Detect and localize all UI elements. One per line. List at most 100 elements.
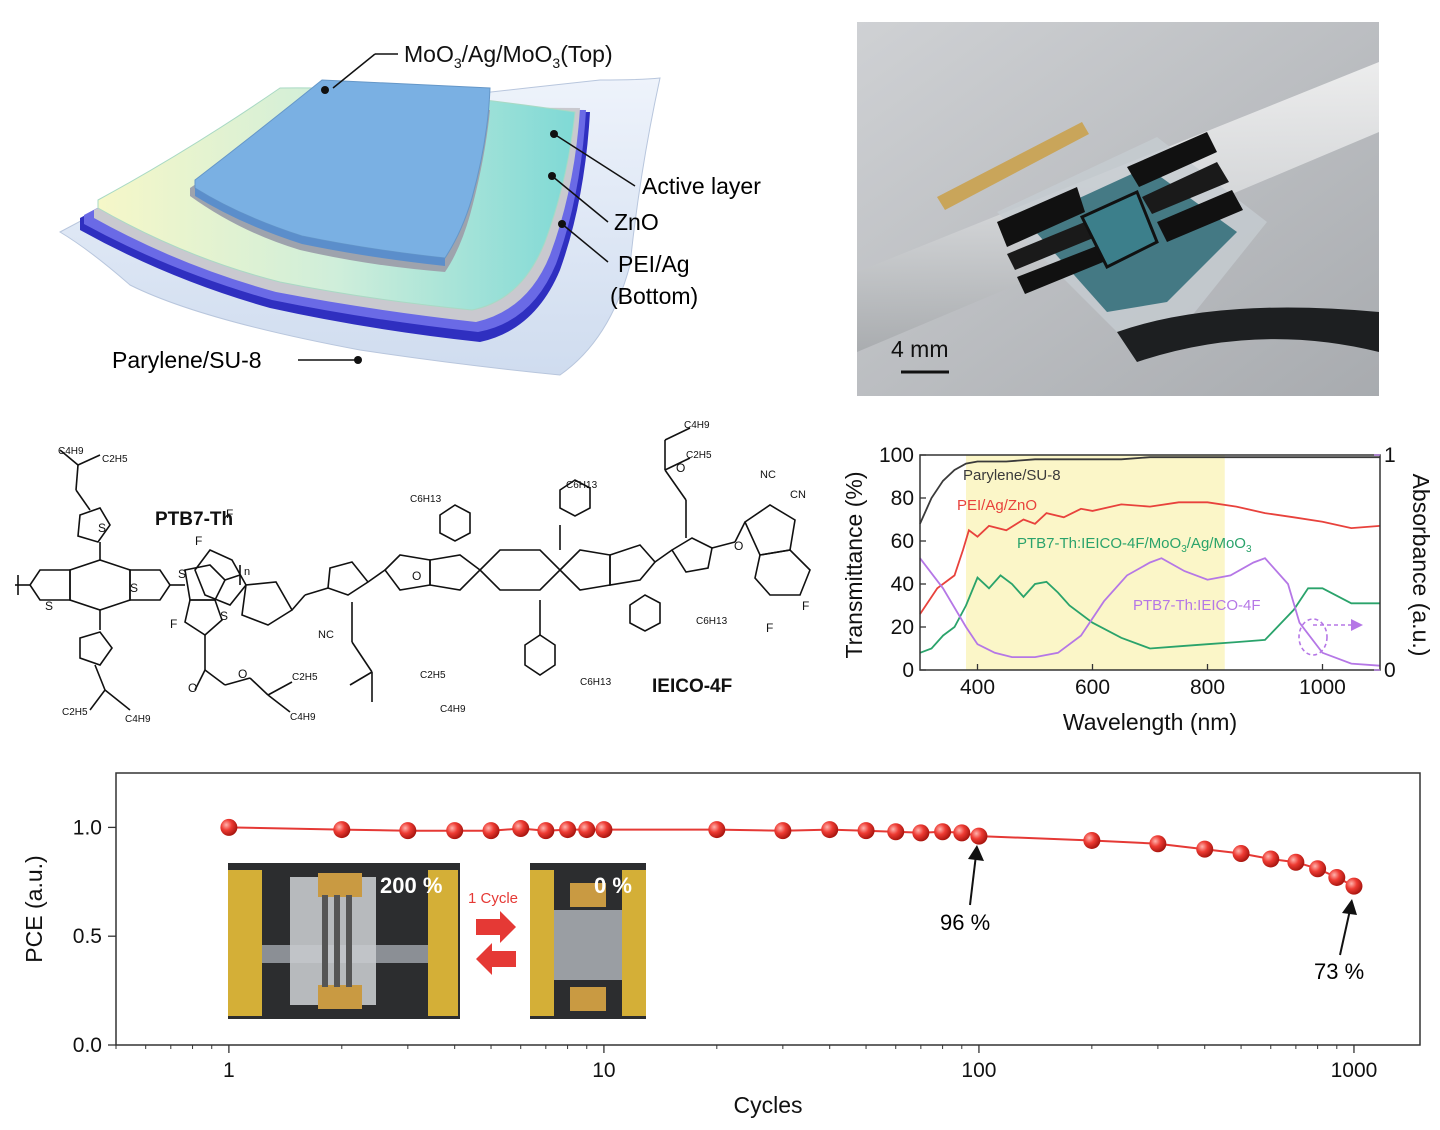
series-active-blend xyxy=(919,557,1381,667)
svg-text:C4H9: C4H9 xyxy=(58,446,84,457)
svg-text:C4H9: C4H9 xyxy=(684,420,710,431)
y-tick-label: 1.0 xyxy=(73,816,102,839)
y-tick-label: 20 xyxy=(891,616,914,639)
x-tick-label: 10 xyxy=(592,1059,615,1082)
highlight-band xyxy=(966,455,1225,670)
data-point xyxy=(1232,845,1250,863)
series-pei-ag-zno xyxy=(919,501,1381,615)
x-axis-title: Wavelength (nm) xyxy=(1063,709,1237,735)
y-tick-label: 80 xyxy=(891,487,914,510)
svg-text:CN: CN xyxy=(790,489,806,501)
data-point xyxy=(537,822,555,840)
y-tick-label: 40 xyxy=(891,573,914,596)
top-electrode-layer xyxy=(194,79,491,259)
data-point xyxy=(220,818,238,836)
x-axis-title: Cycles xyxy=(733,1092,802,1118)
svg-text:C4H9: C4H9 xyxy=(440,704,466,715)
x-tick-label: 1 xyxy=(223,1059,235,1082)
arrow-left-icon xyxy=(476,943,516,975)
svg-text:C6H13: C6H13 xyxy=(410,494,442,505)
label-active-layer: Active layer xyxy=(642,173,761,199)
data-point xyxy=(1287,853,1305,871)
y-tick-label: 60 xyxy=(891,530,914,553)
device-stack-illustration: MoO3/Ag/MoO3(Top) Active layer ZnO PEI/A… xyxy=(58,41,761,376)
svg-text:C2H5: C2H5 xyxy=(62,707,88,718)
pce-line xyxy=(228,826,1355,888)
y-tick-label: 0.0 xyxy=(73,1034,102,1057)
plot-frame xyxy=(115,772,1421,1046)
y-axis-title: PCE (a.u.) xyxy=(21,855,47,962)
data-point xyxy=(970,827,988,845)
ieico-4f-structure xyxy=(194,427,811,702)
svg-text:S: S xyxy=(220,609,228,623)
data-point xyxy=(512,819,530,837)
arrow-right-icon xyxy=(476,911,516,943)
svg-text:O: O xyxy=(412,569,421,583)
y2-tick-label: 0 xyxy=(1384,659,1396,682)
gold-contact xyxy=(937,122,1089,210)
device-photo-illustration: 4 mm xyxy=(857,22,1379,396)
data-point xyxy=(595,821,613,839)
svg-text:O: O xyxy=(188,681,197,695)
data-point xyxy=(578,821,596,839)
y2-tick-label: 1 xyxy=(1384,444,1396,467)
svg-text:S: S xyxy=(130,581,138,595)
x-tick-label: 800 xyxy=(1190,676,1225,699)
svg-text:F: F xyxy=(170,617,177,631)
data-point xyxy=(857,822,875,840)
svg-text:F: F xyxy=(766,621,773,635)
data-point xyxy=(482,822,500,840)
data-point xyxy=(708,821,726,839)
device-photo: 4 mm xyxy=(857,22,1379,396)
y-tick-label: 100 xyxy=(879,444,914,467)
ptb7-th-label: PTB7-Th xyxy=(155,509,233,530)
svg-text:C2H5: C2H5 xyxy=(420,670,446,681)
annotation-73: 73 % xyxy=(1314,959,1364,984)
stretch-inset: 200 % 0 % 1 Cycle xyxy=(228,863,646,1019)
x-tick-label: 400 xyxy=(960,676,995,699)
scale-bar-label: 4 mm xyxy=(891,336,949,362)
device-schematic: MoO3/Ag/MoO3(Top) Active layer ZnO PEI/A… xyxy=(40,10,800,400)
chemical-structures: C4H9 C2H5 S S S S S F O O n C2H5 C4H9 C2… xyxy=(0,410,820,750)
x-tick-label: 100 xyxy=(961,1059,996,1082)
data-point xyxy=(1309,860,1327,878)
series-full-device xyxy=(919,574,1380,654)
data-point xyxy=(399,822,417,840)
ieico-4f-label: IEICO-4F xyxy=(652,676,732,697)
label-zno: ZnO xyxy=(614,209,659,235)
y2-axis-title: Absorbance (a.u.) xyxy=(1408,474,1434,657)
y-tick-label: 0 xyxy=(902,659,914,682)
svg-text:F: F xyxy=(802,599,809,613)
label-top-electrode: MoO3/Ag/MoO3(Top) xyxy=(404,41,613,71)
x-tick-label: 1000 xyxy=(1299,676,1346,699)
series-parylene xyxy=(919,456,1380,525)
data-point xyxy=(912,824,930,842)
svg-text:NC: NC xyxy=(760,469,776,481)
svg-text:C6H13: C6H13 xyxy=(580,677,612,688)
data-point xyxy=(1083,831,1101,849)
x-tick-label: 600 xyxy=(1075,676,1110,699)
svg-text:O: O xyxy=(238,667,247,681)
inset-cycle-label: 1 Cycle xyxy=(468,890,518,907)
svg-text:O: O xyxy=(676,461,685,475)
svg-text:n: n xyxy=(244,566,250,578)
data-point xyxy=(821,821,839,839)
tweezers xyxy=(1117,307,1379,362)
data-point xyxy=(446,822,464,840)
svg-text:S: S xyxy=(98,521,106,535)
data-point xyxy=(333,821,351,839)
data-point xyxy=(934,823,952,841)
data-point xyxy=(1328,868,1346,886)
svg-text:C4H9: C4H9 xyxy=(290,712,316,723)
inset-label-200: 200 % xyxy=(380,873,442,898)
y-axis-title: Transmittance (%) xyxy=(841,471,867,658)
svg-text:S: S xyxy=(178,567,186,581)
svg-text:C6H13: C6H13 xyxy=(566,480,598,491)
svg-text:F: F xyxy=(195,534,202,548)
series-label-parylene: Parylene/SU-8 xyxy=(963,467,1061,484)
x-tick-label: 1000 xyxy=(1331,1059,1378,1082)
plot-frame xyxy=(919,454,1381,671)
